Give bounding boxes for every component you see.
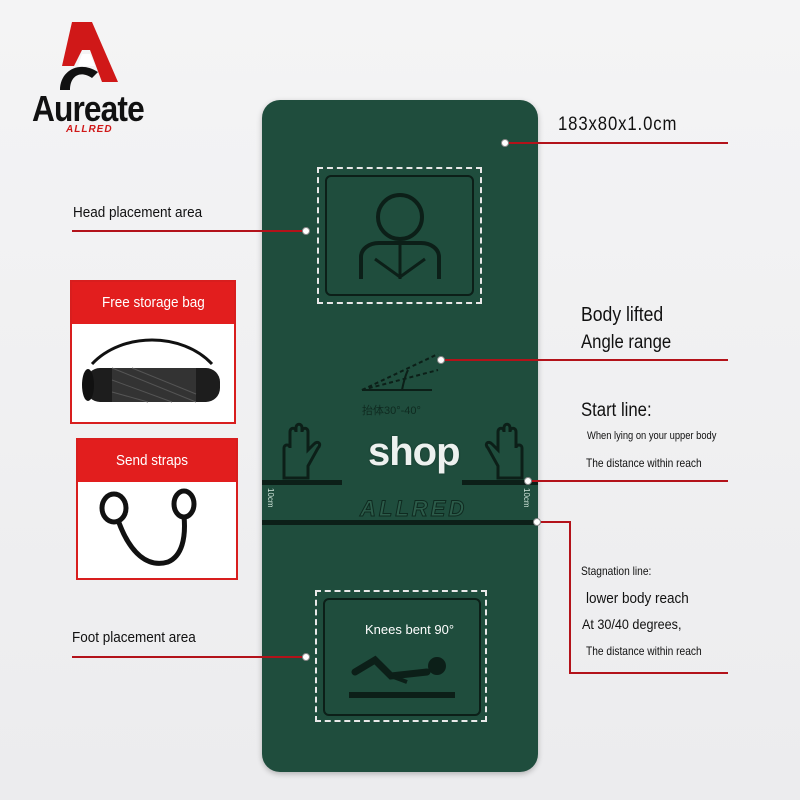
stagnation-sub2: At 30/40 degrees,: [582, 616, 682, 632]
foot-placement-box: Knees bent 90°: [315, 590, 487, 722]
head-person-icon: [359, 193, 441, 279]
dimension-dot: [501, 139, 509, 147]
allred-watermark: ALLRED: [359, 496, 468, 522]
stagnation-line-bar: [262, 520, 538, 525]
stagnation-dot: [533, 518, 541, 526]
stagnation-connector-top: [541, 521, 571, 523]
stagnation-connector-vertical: [569, 521, 571, 674]
head-area-dot: [302, 227, 310, 235]
head-area-label: Head placement area: [73, 204, 203, 221]
lying-person-icon: [349, 655, 455, 698]
yoga-mat: 抬体30°-40° shop 10cm 10cm ALLRED Knees be…: [262, 100, 538, 772]
body-lifted-line: [445, 359, 728, 361]
body-lifted-label: Body lifted: [581, 304, 664, 326]
start-line-connector: [532, 480, 728, 482]
storage-bag-header: Free storage bag: [72, 282, 234, 324]
dimension-line: [509, 142, 728, 144]
brand-name: Aureate: [32, 88, 145, 129]
left-hand-icon: [282, 422, 322, 480]
stagnation-label: Stagnation line:: [581, 564, 652, 578]
angle-indicator-icon: [361, 353, 439, 391]
foot-area-label: Foot placement area: [72, 629, 196, 646]
stagnation-sub3: The distance within reach: [586, 644, 702, 658]
start-line-sub2: The distance within reach: [586, 456, 702, 470]
start-line-bar: [262, 480, 342, 485]
right-measure-label: 10cm: [522, 488, 531, 508]
straps-card: Send straps: [76, 438, 238, 580]
brand-sub: ALLRED: [66, 124, 113, 135]
stagnation-sub1: lower body reach: [586, 590, 689, 607]
foot-area-dot: [302, 653, 310, 661]
knees-bent-text: Knees bent 90°: [365, 622, 455, 637]
start-line-sub1: When lying on your upper body: [587, 430, 717, 442]
straps-header: Send straps: [78, 440, 236, 482]
start-line-label: Start line:: [581, 400, 652, 421]
stagnation-connector-bottom: [569, 672, 728, 674]
foot-inner-frame: [323, 598, 481, 716]
dimension-label: 183x80x1.0cm: [558, 114, 678, 135]
storage-bag-card: Free storage bag: [70, 280, 236, 424]
strap-icon: [99, 488, 197, 566]
storage-bag-icon: [82, 338, 220, 403]
straps-title: Send straps: [116, 452, 189, 469]
body-lifted-dot: [437, 356, 445, 364]
storage-bag-title: Free storage bag: [102, 294, 205, 311]
right-hand-icon: [484, 422, 524, 480]
start-line-dot: [524, 477, 532, 485]
head-placement-box: [317, 167, 482, 304]
start-line-bar-right: [462, 480, 538, 485]
angle-text: 抬体30°-40°: [362, 405, 421, 417]
shop-watermark: shop: [368, 430, 461, 474]
foot-area-line: [72, 656, 306, 658]
head-inner-frame: [325, 175, 474, 296]
brand-logo-icon: [60, 22, 118, 90]
left-measure-label: 10cm: [266, 488, 275, 508]
head-area-line: [72, 230, 306, 232]
angle-range-label: Angle range: [581, 332, 672, 353]
